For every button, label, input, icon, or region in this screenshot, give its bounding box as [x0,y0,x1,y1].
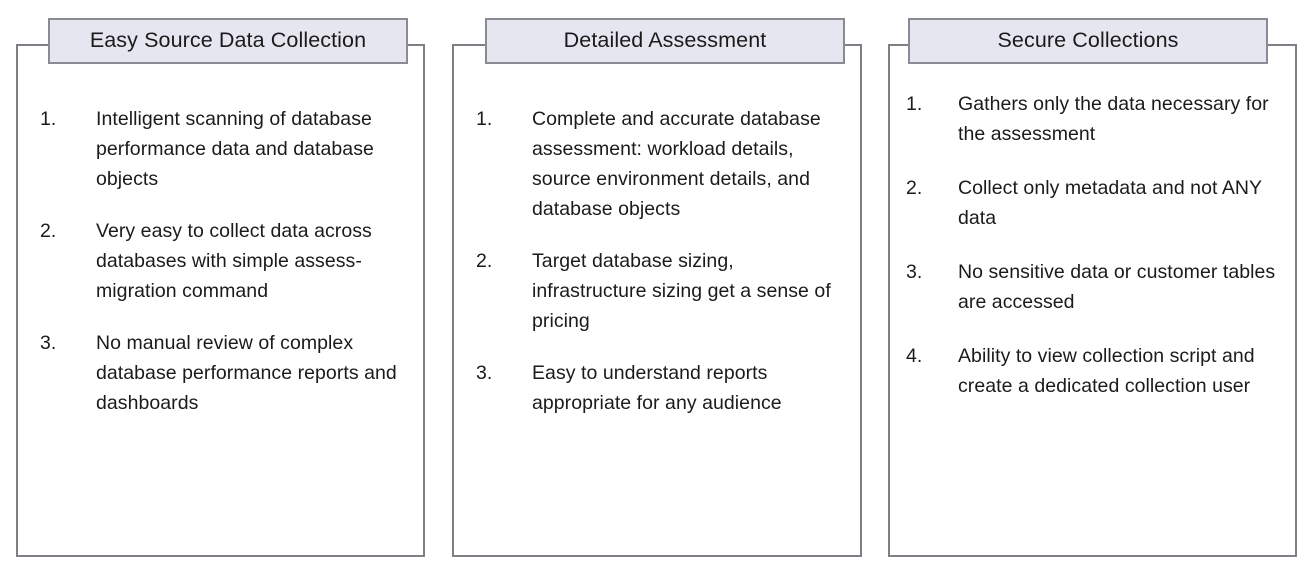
list-item-number: 3. [906,261,923,283]
feature-list: 1. Complete and accurate database assess… [452,104,862,418]
panel-header-title: Secure Collections [997,28,1179,53]
panel-border-left [452,44,454,557]
panel-header-detailed-assessment: Detailed Assessment [485,18,845,64]
list-item-number: 3. [40,332,57,354]
list-item-number: 4. [906,345,923,367]
list-item: 2. Target database sizing, infrastructur… [476,246,848,336]
list-item: 2. Collect only metadata and not ANY dat… [906,173,1287,233]
panel-border-top-right [843,44,862,46]
list-item: 1. Intelligent scanning of database perf… [40,104,411,194]
list-item: 3. No manual review of complex database … [40,328,411,418]
list-item: 3. Easy to understand reports appropriat… [476,358,848,418]
list-item-text: Very easy to collect data across databas… [96,220,372,302]
list-item-text: No manual review of complex database per… [96,332,397,414]
list-item-number: 1. [476,108,493,130]
list-item: 2. Very easy to collect data across data… [40,216,411,306]
list-item-text: Intelligent scanning of database perform… [96,108,374,190]
feature-panel-secure-collections: 1. Gathers only the data necessary for t… [888,44,1297,557]
list-item-number: 2. [476,250,493,272]
list-item-number: 2. [40,220,57,242]
panel-border-right [423,44,425,557]
list-item-number: 1. [40,108,57,130]
panel-header-title: Easy Source Data Collection [89,28,367,53]
list-item-text: No sensitive data or customer tables are… [958,261,1276,313]
feature-panel-detailed-assessment: 1. Complete and accurate database assess… [452,44,862,557]
list-item: 1. Complete and accurate database assess… [476,104,848,224]
panel-header-easy-source-data-collection: Easy Source Data Collection [48,18,408,64]
list-item-text: Complete and accurate database assessmen… [532,108,821,220]
feature-panel-easy-source-data-collection: 1. Intelligent scanning of database perf… [16,44,425,557]
panel-border-top-right [406,44,425,46]
feature-list: 1. Gathers only the data necessary for t… [888,89,1297,425]
list-item-number: 3. [476,362,493,384]
list-item-text: Collect only metadata and not ANY data [958,177,1262,229]
list-item: 3. No sensitive data or customer tables … [906,257,1287,317]
panel-border-top-right [1266,44,1297,46]
panel-header-title: Detailed Assessment [563,28,767,53]
list-item: 4. Ability to view collection script and… [906,341,1287,401]
panel-border-right [1295,44,1297,557]
list-item: 1. Gathers only the data necessary for t… [906,89,1287,149]
panel-border-bottom [16,555,425,557]
feature-list: 1. Intelligent scanning of database perf… [16,104,425,418]
list-item-text: Ability to view collection script and cr… [958,345,1255,397]
panel-border-bottom [452,555,862,557]
list-item-number: 1. [906,93,923,115]
panel-border-top-left [888,44,910,46]
list-item-text: Target database sizing, infrastructure s… [532,250,831,332]
panel-border-top-left [16,44,50,46]
panel-border-top-left [452,44,487,46]
panel-border-bottom [888,555,1297,557]
list-item-text: Gathers only the data necessary for the … [958,93,1269,145]
panel-border-right [860,44,862,557]
list-item-text: Easy to understand reports appropriate f… [532,362,782,414]
panel-border-left [16,44,18,557]
panel-header-secure-collections: Secure Collections [908,18,1268,64]
panel-border-left [888,44,890,557]
list-item-number: 2. [906,177,923,199]
